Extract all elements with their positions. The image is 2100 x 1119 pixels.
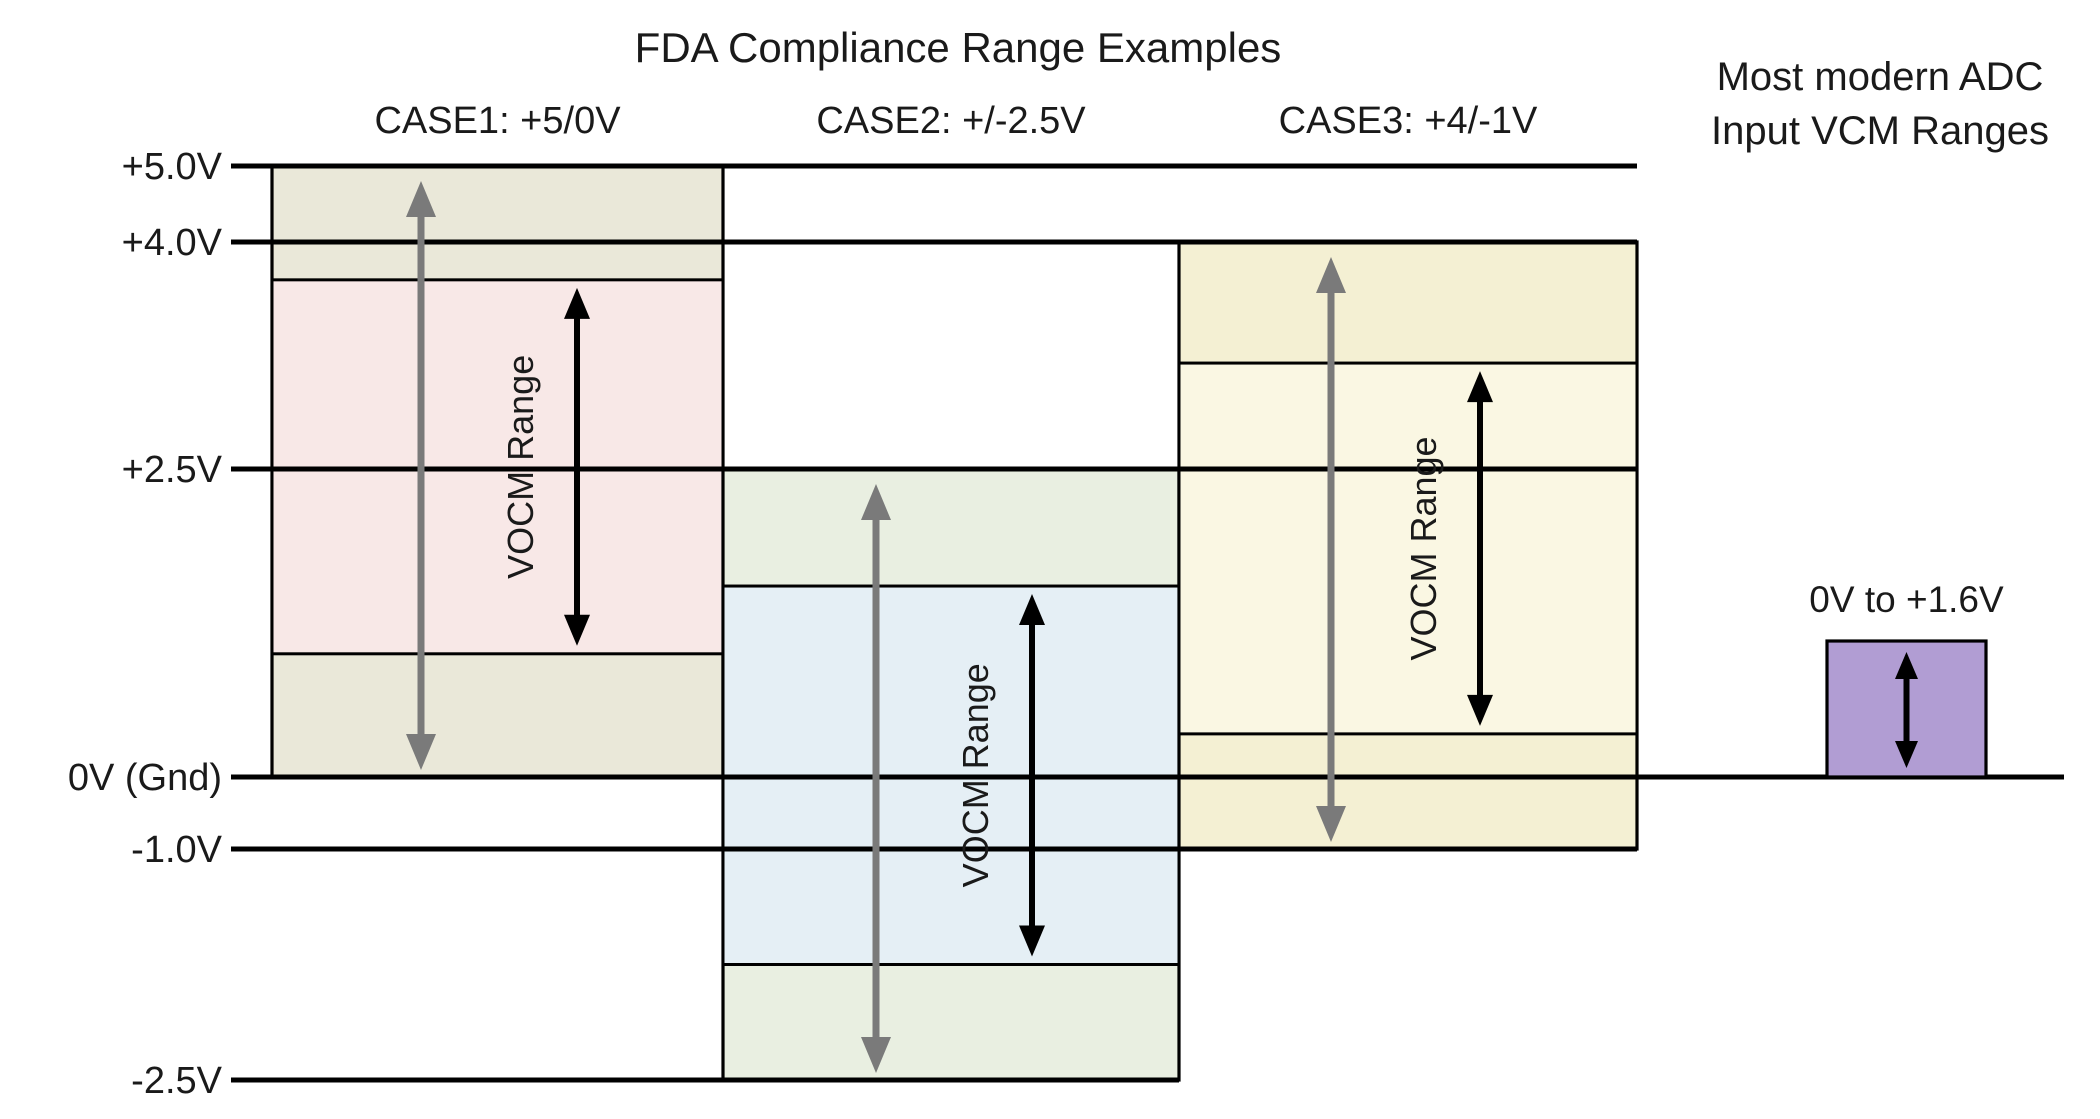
case1-supply-range-arrow [406, 181, 436, 770]
diagram-title: FDA Compliance Range Examples [634, 24, 1282, 71]
adc-vcm-arrow [1895, 652, 1918, 768]
adc-vcm-label: 0V to +1.6V [1809, 579, 2004, 620]
axis-label-2: +2.5V [122, 449, 223, 491]
case3-vocm-box [1177, 361, 1639, 736]
adc-vcm-ranges-title: Most modern ADC Input VCM Ranges [1650, 50, 2100, 158]
case2-vocm-range-label: VOCM Range [955, 663, 996, 887]
case2-vocm-range-arrow [1019, 594, 1045, 957]
case3-title: CASE3: +4/-1V [1279, 100, 1538, 142]
axis-label-5: -2.5V [131, 1060, 222, 1102]
adc-vcm-ranges-title-line2: Input VCM Ranges [1711, 109, 2049, 153]
case1-vocm-range-label: VOCM Range [500, 355, 541, 579]
case3-vocm-range-label: VOCM Range [1403, 436, 1444, 660]
adc-vcm-ranges-title-line1: Most modern ADC [1716, 55, 2044, 99]
axis-label-0: +5.0V [122, 146, 223, 188]
case3-vocm-range-arrow [1467, 371, 1493, 726]
case1-title: CASE1: +5/0V [374, 100, 621, 142]
case2-title: CASE2: +/-2.5V [816, 100, 1086, 142]
case2-supply-range-arrow [861, 484, 891, 1073]
axis-label-4: -1.0V [131, 829, 222, 871]
case1-vocm-range-arrow [564, 287, 590, 646]
axis-label-3: 0V (Gnd) [68, 757, 222, 799]
axis-label-1: +4.0V [122, 222, 223, 264]
case3-supply-range-arrow [1316, 257, 1346, 842]
